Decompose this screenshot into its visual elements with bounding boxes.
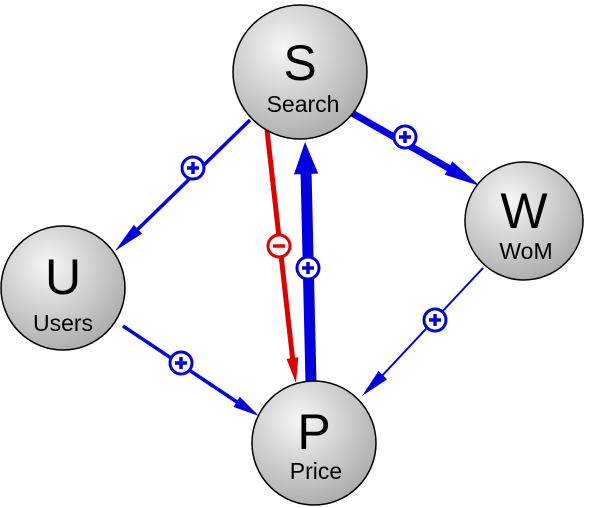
node-price-label: Price [290,458,342,484]
link-search-to-wom [350,109,480,186]
node-search-letter: S [283,35,316,91]
link-price-to-search [294,142,321,384]
link-search-to-price [264,129,299,383]
link-users-to-price [122,324,259,416]
plus-polarity-icon [295,255,321,281]
arrowhead [286,357,299,383]
node-search-label: Search [267,91,340,117]
arrowhead [233,396,259,416]
node-search[interactable]: S Search [232,4,368,140]
arrowhead [444,161,480,186]
link-search-to-users [115,118,252,251]
node-wom[interactable]: W WoM [464,161,584,281]
arrowhead [362,370,388,396]
arrowhead [294,142,319,175]
plus-polarity-icon [392,124,418,150]
node-price-letter: P [297,404,330,460]
node-wom-letter: W [500,183,548,239]
arrowhead [115,224,143,251]
minus-polarity-icon [266,233,292,259]
node-wom-label: WoM [499,238,552,264]
node-users[interactable]: U Users [0,225,126,351]
link-wom-to-price [362,267,484,396]
plus-polarity-icon [422,307,448,333]
node-price[interactable]: P Price [251,380,377,506]
links-layer [115,109,484,416]
node-users-label: Users [33,310,93,336]
plus-polarity-icon [168,350,194,376]
node-users-letter: U [45,249,81,305]
plus-polarity-icon [180,155,206,181]
